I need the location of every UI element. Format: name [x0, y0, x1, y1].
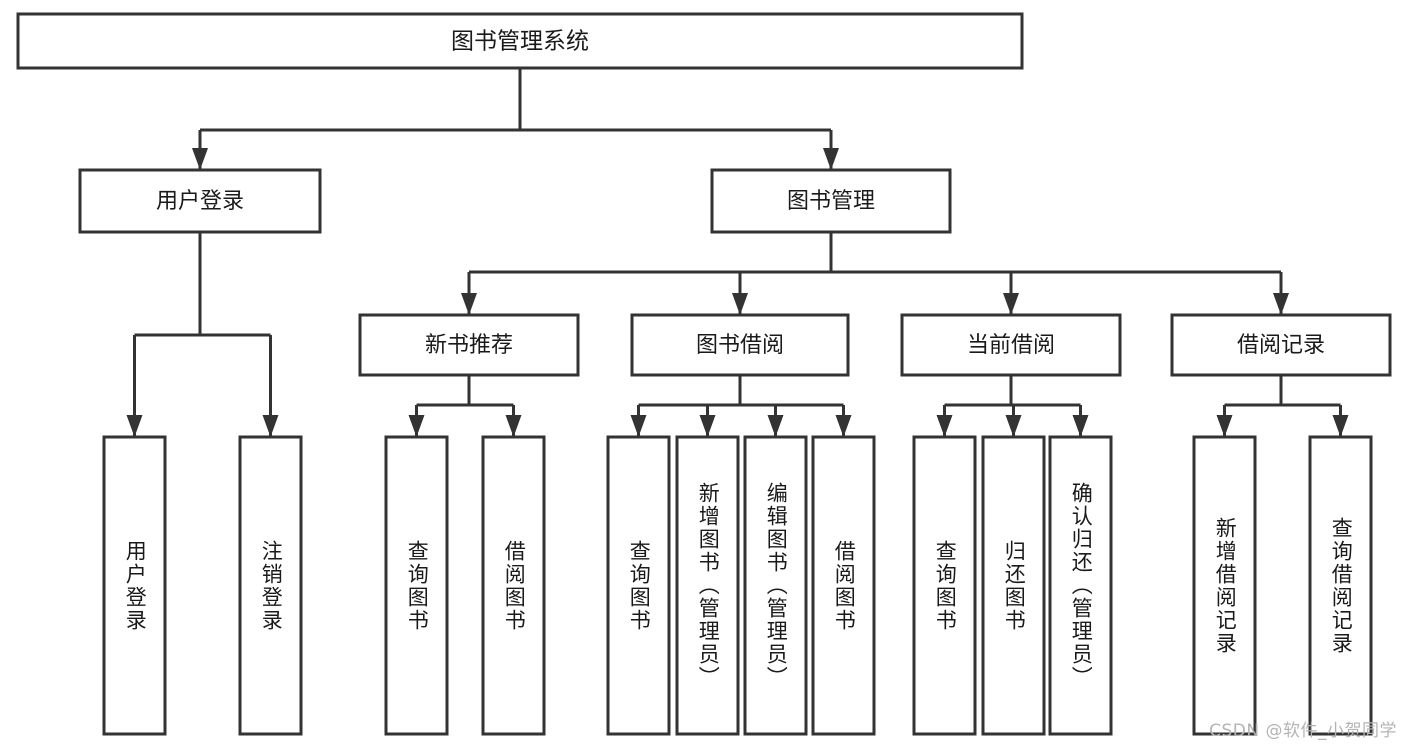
node-rect — [743, 435, 808, 736]
node-label: 借阅图书 — [832, 539, 857, 632]
node-leaf-borrow-book-1[interactable]: 借阅图书 — [481, 435, 546, 736]
node-label-wrap: 注销登录 — [259, 539, 284, 632]
node-rect — [238, 435, 303, 736]
node-rect — [384, 435, 449, 736]
node-label-wrap: 查询图书 — [933, 539, 958, 632]
node-book-manage[interactable]: 图书管理 — [710, 168, 952, 234]
node-label-wrap: 归还图书 — [1002, 539, 1027, 632]
arrow-head-icon — [1273, 293, 1289, 315]
node-label: 图书借阅 — [696, 333, 784, 358]
node-leaf-add-book[interactable]: 新增图书（管理员） — [675, 435, 740, 736]
arrow-head-icon — [126, 415, 143, 437]
node-rect — [675, 435, 740, 736]
node-label-wrap: 借阅图书 — [832, 539, 857, 632]
node-label-wrap: 新增图书（管理员） — [696, 482, 721, 689]
node-new-book-rec[interactable]: 新书推荐 — [358, 313, 580, 377]
node-rect — [102, 435, 167, 736]
node-book-borrow[interactable]: 图书借阅 — [630, 313, 850, 377]
arrow-head-icon — [1072, 415, 1089, 437]
node-rect — [1170, 313, 1392, 377]
node-rect — [710, 168, 952, 234]
node-rect — [1308, 435, 1373, 736]
node-label: 新书推荐 — [425, 333, 513, 358]
node-rect — [358, 313, 580, 377]
node-rect — [1048, 435, 1113, 736]
node-label: 查询借阅记录 — [1329, 516, 1354, 655]
node-label: 查询图书 — [627, 539, 652, 632]
node-leaf-query-record[interactable]: 查询借阅记录 — [1308, 435, 1373, 736]
node-label: 用户登录 — [156, 189, 244, 214]
node-rect — [78, 168, 322, 234]
node-label: 注销登录 — [259, 539, 284, 632]
node-label: 归还图书 — [1002, 539, 1027, 632]
node-leaf-return-book[interactable]: 归还图书 — [981, 435, 1046, 736]
node-rect — [1192, 435, 1257, 736]
arrow-head-icon — [1332, 415, 1349, 437]
node-label: 确认归还（管理员） — [1069, 482, 1094, 689]
node-rect — [606, 435, 671, 736]
node-label: 新增借阅记录 — [1213, 516, 1238, 655]
arrow-head-icon — [823, 148, 839, 170]
connector-layer — [126, 68, 1349, 437]
arrow-head-icon — [630, 415, 647, 437]
node-rect — [912, 435, 977, 736]
node-rect — [900, 313, 1122, 377]
arrow-head-icon — [936, 415, 953, 437]
node-leaf-query-book-1[interactable]: 查询图书 — [384, 435, 449, 736]
node-label-wrap: 用户登录 — [123, 539, 148, 632]
node-label-wrap: 查询图书 — [405, 539, 430, 632]
node-layer: 图书管理系统用户登录图书管理新书推荐图书借阅当前借阅借阅记录用户登录注销登录查询… — [16, 12, 1392, 736]
node-label-wrap: 借阅图书 — [502, 539, 527, 632]
node-leaf-borrow-book-2[interactable]: 借阅图书 — [811, 435, 876, 736]
arrow-head-icon — [1005, 415, 1022, 437]
node-label: 借阅记录 — [1237, 333, 1325, 358]
node-user-login[interactable]: 用户登录 — [78, 168, 322, 234]
node-label: 当前借阅 — [967, 333, 1055, 358]
node-rect — [16, 12, 1024, 70]
arrow-head-icon — [461, 293, 477, 315]
node-label: 图书管理 — [787, 189, 875, 214]
node-label: 图书管理系统 — [451, 29, 589, 55]
node-leaf-logout[interactable]: 注销登录 — [238, 435, 303, 736]
arrow-head-icon — [835, 415, 852, 437]
arrow-head-icon — [192, 148, 208, 170]
arrow-head-icon — [699, 415, 716, 437]
arrow-head-icon — [1003, 293, 1019, 315]
arrow-head-icon — [408, 415, 425, 437]
node-label-wrap: 确认归还（管理员） — [1069, 482, 1094, 689]
node-label: 查询图书 — [405, 539, 430, 632]
node-label: 借阅图书 — [502, 539, 527, 632]
node-leaf-edit-book[interactable]: 编辑图书（管理员） — [743, 435, 808, 736]
node-leaf-confirm-return[interactable]: 确认归还（管理员） — [1048, 435, 1113, 736]
node-label: 编辑图书（管理员） — [764, 482, 789, 689]
node-label-wrap: 查询借阅记录 — [1329, 516, 1354, 655]
node-borrow-record[interactable]: 借阅记录 — [1170, 313, 1392, 377]
arrow-head-icon — [1216, 415, 1233, 437]
node-rect — [811, 435, 876, 736]
arrow-head-icon — [767, 415, 784, 437]
node-leaf-query-book-3[interactable]: 查询图书 — [912, 435, 977, 736]
node-root[interactable]: 图书管理系统 — [16, 12, 1024, 70]
arrow-head-icon — [505, 415, 522, 437]
node-label: 查询图书 — [933, 539, 958, 632]
node-current-borrow[interactable]: 当前借阅 — [900, 313, 1122, 377]
node-leaf-query-book-2[interactable]: 查询图书 — [606, 435, 671, 736]
arrow-head-icon — [732, 293, 748, 315]
node-leaf-user-login[interactable]: 用户登录 — [102, 435, 167, 736]
node-rect — [630, 313, 850, 377]
node-label: 用户登录 — [123, 539, 148, 632]
node-rect — [981, 435, 1046, 736]
arrow-head-icon — [262, 415, 279, 437]
node-label-wrap: 新增借阅记录 — [1213, 516, 1238, 655]
node-leaf-add-record[interactable]: 新增借阅记录 — [1192, 435, 1257, 736]
node-label: 新增图书（管理员） — [696, 482, 721, 689]
watermark-text: CSDN @软件_小贺同学 — [1209, 721, 1397, 741]
node-label-wrap: 查询图书 — [627, 539, 652, 632]
node-label-wrap: 编辑图书（管理员） — [764, 482, 789, 689]
node-rect — [481, 435, 546, 736]
